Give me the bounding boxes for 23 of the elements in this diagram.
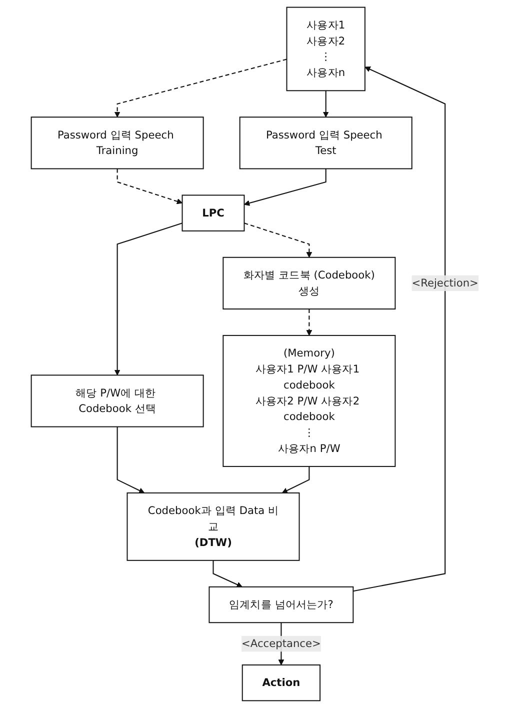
node-box: 화자별 코드북 (Codebook)생성 [222, 256, 396, 310]
arrow [352, 66, 446, 592]
arrow [212, 560, 242, 588]
node-box: Action [242, 664, 320, 702]
node-box: Password 입력 Speech Test [238, 116, 412, 170]
node-box: Password 입력 Speech Training [30, 116, 204, 170]
arrow [116, 168, 182, 204]
node-box: 임계치를 넘어서는가? [208, 586, 354, 624]
arrow [306, 309, 312, 336]
node-box: 사용자1 사용자2 ⋮ 사용자n [286, 6, 366, 92]
node-box: LPC [181, 194, 244, 232]
node-box: Codebook과 입력 Data 비교 (DTW) [126, 492, 300, 561]
arrow [244, 222, 312, 258]
node-box: (Memory) 사용자1 P/W 사용자1 codebook 사용자2 P/W 사용자2 codebook ⋮ 사용자n P/W [222, 334, 396, 467]
arrow [116, 426, 144, 494]
edge-label: <Rejection> [411, 276, 478, 290]
node-box: 해당 P/W에 대한 Codebook 선택 [30, 374, 204, 428]
edge-label: <Acceptance> [241, 637, 321, 650]
arrow [282, 466, 310, 494]
arrow [114, 222, 182, 376]
arrow [114, 58, 287, 118]
arrow [322, 90, 328, 118]
arrow [244, 168, 326, 206]
